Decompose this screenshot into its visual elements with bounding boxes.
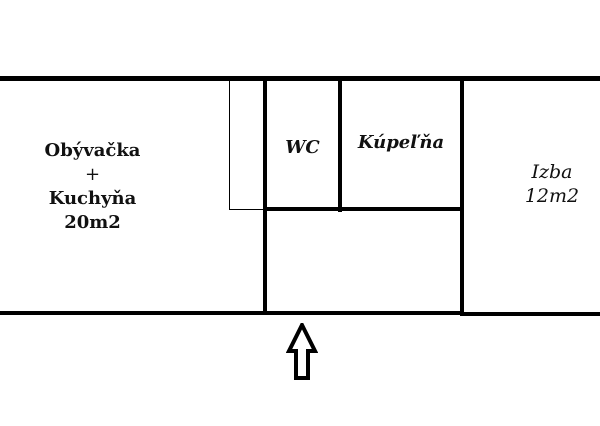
room-label-bathroom: Kúpeľňa xyxy=(342,131,460,155)
wall-top xyxy=(0,76,600,81)
room-label-bedroom: Izba 12m2 xyxy=(500,160,600,208)
living-line-4: 20m2 xyxy=(64,212,121,233)
room-label-living: Obývačka + Kuchyňa 20m2 xyxy=(20,139,165,235)
living-line-2: + xyxy=(84,164,101,185)
living-line-1: Obývačka xyxy=(44,140,141,161)
wall-bath-bedroom xyxy=(460,78,464,314)
bathroom-line-1: Kúpeľňa xyxy=(357,132,445,153)
wall-wc-bath xyxy=(338,78,342,212)
closet-outline xyxy=(229,79,266,210)
wall-bottom-left xyxy=(0,311,462,315)
bedroom-line-1: Izba xyxy=(531,161,573,183)
bedroom-line-2: 12m2 xyxy=(524,185,580,207)
up-arrow-icon xyxy=(286,323,318,380)
wall-bottom-right xyxy=(460,312,600,316)
wc-line-1: WC xyxy=(285,137,320,158)
room-label-wc: WC xyxy=(267,136,338,160)
wall-hall-top xyxy=(263,207,462,211)
living-line-3: Kuchyňa xyxy=(48,188,137,209)
